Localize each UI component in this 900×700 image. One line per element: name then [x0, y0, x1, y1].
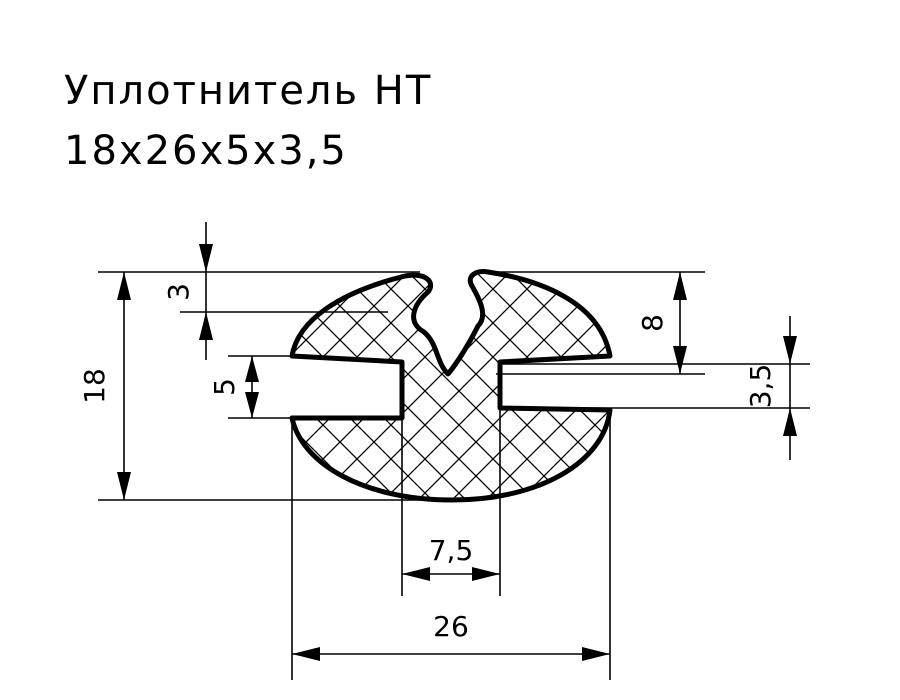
dim-lip-height: 8	[636, 314, 669, 332]
dim-width-total: 26	[433, 610, 469, 643]
dim-height-total: 18	[78, 368, 111, 404]
dim-top-gap: 3	[162, 283, 195, 301]
dim-slot-right: 3,5	[744, 364, 777, 409]
profile-title: Уплотнитель НТ	[64, 68, 432, 114]
dim-neck-width: 7,5	[429, 534, 474, 567]
profile-section	[289, 269, 613, 503]
dim-slot-height: 5	[208, 378, 241, 396]
profile-size: 18x26x5x3,5	[64, 128, 348, 174]
